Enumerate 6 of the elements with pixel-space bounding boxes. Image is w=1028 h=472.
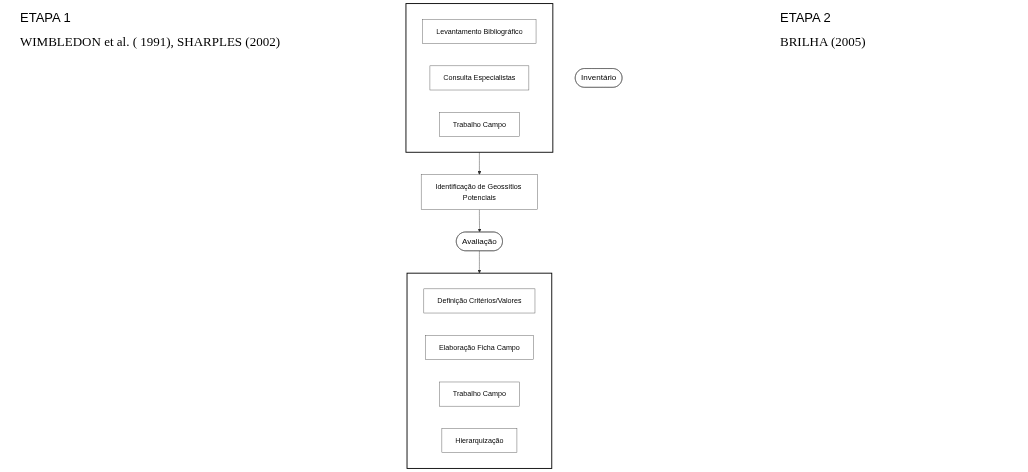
cluster bbox=[405, 3, 554, 153]
citation-text: WIMBLEDON et al. ( 1991), SHARPLES (2002) bbox=[20, 34, 280, 50]
stage-label: ETAPA 1 bbox=[20, 10, 71, 25]
cluster bbox=[406, 272, 553, 469]
stage-label: ETAPA 2 bbox=[780, 10, 831, 25]
citation-text: BRILHA (2005) bbox=[780, 34, 866, 50]
